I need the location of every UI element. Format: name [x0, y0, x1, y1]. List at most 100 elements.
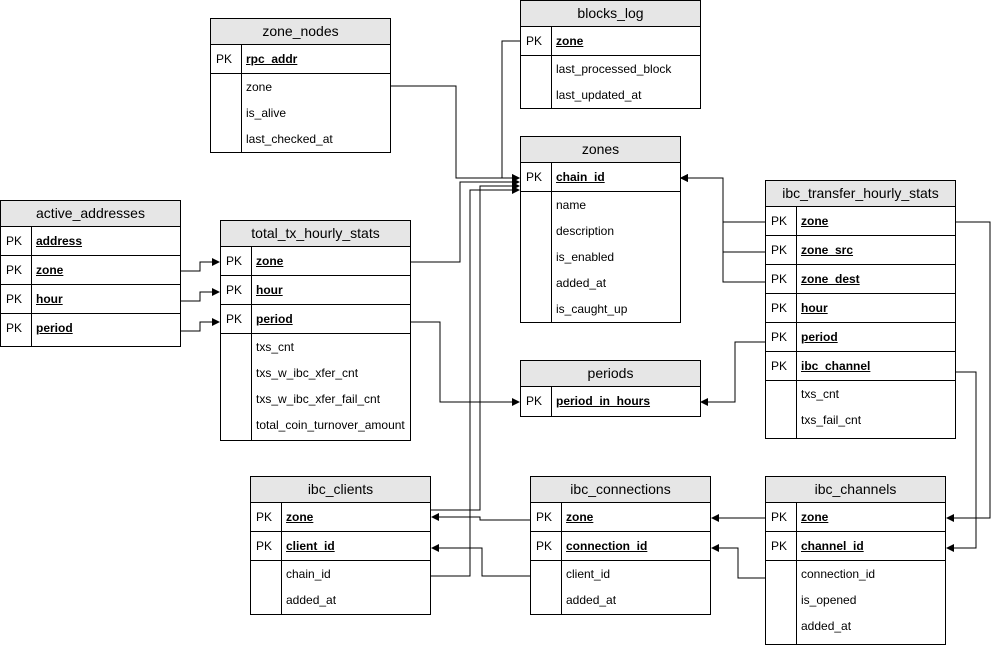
pk-column: zone	[566, 510, 594, 524]
column-row: total_coin_turnover_amount	[221, 412, 410, 438]
pk-label: PK	[226, 254, 243, 268]
column-row: client_id	[531, 561, 710, 587]
column-name: last_checked_at	[246, 132, 333, 146]
column-row: zone	[211, 74, 390, 100]
column-row: added_at	[531, 587, 710, 613]
pk-column: hour	[36, 292, 63, 306]
pk-column: zone	[36, 263, 64, 277]
pk-column: zone	[556, 34, 584, 48]
table-zone-nodes: zone_nodes PK rpc_addr zone is_alive last…	[210, 18, 391, 153]
column-row: added_at	[766, 613, 945, 639]
column-name: txs_fail_cnt	[801, 413, 862, 427]
pk-column: period	[36, 321, 73, 335]
table-title: zone_nodes	[211, 19, 390, 45]
pk-row: PK zone	[521, 27, 700, 56]
column-name: txs_w_ibc_xfer_cnt	[256, 366, 359, 380]
pk-column: zone	[286, 510, 314, 524]
column-name: client_id	[566, 567, 611, 581]
fk-ibc-transfer-zone	[680, 174, 765, 223]
table-title: periods	[521, 361, 700, 387]
fk-ibc-clients-zone-to-zones	[431, 182, 520, 511]
fk-ibc-transfer-zone-dest	[680, 174, 765, 283]
key-divider	[796, 503, 797, 644]
fk-active-hour	[181, 288, 220, 302]
key-divider	[241, 45, 242, 152]
pk-column: rpc_addr	[246, 52, 298, 66]
pk-row: PK address	[1, 227, 180, 256]
column-row: txs_fail_cnt	[766, 407, 955, 433]
pk-label: PK	[216, 52, 233, 66]
pk-label: PK	[226, 283, 243, 297]
fk-connections-to-clients-zone	[431, 513, 530, 521]
fk-active-zone	[181, 258, 220, 272]
column-name: is_enabled	[556, 250, 615, 264]
pk-column: period_in_hours	[556, 394, 651, 408]
key-divider	[251, 247, 252, 440]
column-row: is_caught_up	[521, 296, 680, 322]
column-name: last_processed_block	[556, 62, 672, 76]
key-divider	[551, 163, 552, 322]
pk-column: zone	[801, 510, 829, 524]
key-divider	[551, 387, 552, 416]
pk-column: zone	[256, 254, 284, 268]
table-title: total_tx_hourly_stats	[221, 221, 410, 247]
key-divider	[281, 503, 282, 614]
key-divider	[551, 27, 552, 108]
pk-column: address	[36, 234, 83, 248]
pk-label: PK	[526, 34, 543, 48]
fk-channels-to-connections-id	[711, 544, 765, 579]
column-name: txs_cnt	[801, 387, 840, 401]
table-title: zones	[521, 137, 680, 163]
pk-row: PK client_id	[251, 532, 430, 561]
column-row: is_enabled	[521, 244, 680, 270]
pk-row: PK period	[1, 314, 180, 343]
column-name: connection_id	[801, 567, 876, 581]
fk-ibc-clients-chain-to-zones	[431, 186, 520, 577]
pk-column: zone	[801, 214, 829, 228]
table-title: ibc_channels	[766, 477, 945, 503]
fk-total-tx-to-zones	[411, 178, 520, 263]
pk-label: PK	[771, 243, 788, 257]
fk-zone-nodes-to-zones	[391, 85, 520, 182]
fk-ibc-transfer-zone-src	[680, 174, 765, 253]
pk-row: PK rpc_addr	[211, 45, 390, 74]
column-row: txs_w_ibc_xfer_cnt	[221, 360, 410, 386]
pk-label: PK	[6, 234, 23, 248]
fk-ibc-transfer-period	[700, 341, 765, 406]
pk-label: PK	[6, 321, 23, 335]
pk-label: PK	[256, 539, 273, 553]
column-name: is_opened	[801, 593, 857, 607]
pk-label: PK	[256, 510, 273, 524]
column-name: is_caught_up	[556, 302, 628, 316]
column-row: is_alive	[211, 100, 390, 126]
pk-column: period	[801, 330, 838, 344]
pk-column: client_id	[286, 539, 335, 553]
pk-column: connection_id	[566, 539, 648, 553]
column-name: txs_cnt	[256, 340, 295, 354]
column-name: added_at	[801, 619, 852, 633]
column-row: last_updated_at	[521, 82, 700, 108]
fk-total-tx-to-periods	[411, 321, 520, 406]
pk-column: channel_id	[801, 539, 864, 553]
column-row: txs_w_ibc_xfer_fail_cnt	[221, 386, 410, 412]
pk-column: ibc_channel	[801, 359, 871, 373]
pk-label: PK	[771, 301, 788, 315]
column-row: last_checked_at	[211, 126, 390, 152]
key-divider	[796, 207, 797, 438]
key-divider	[31, 227, 32, 346]
column-row: name	[521, 192, 680, 218]
column-row: txs_cnt	[766, 381, 955, 407]
